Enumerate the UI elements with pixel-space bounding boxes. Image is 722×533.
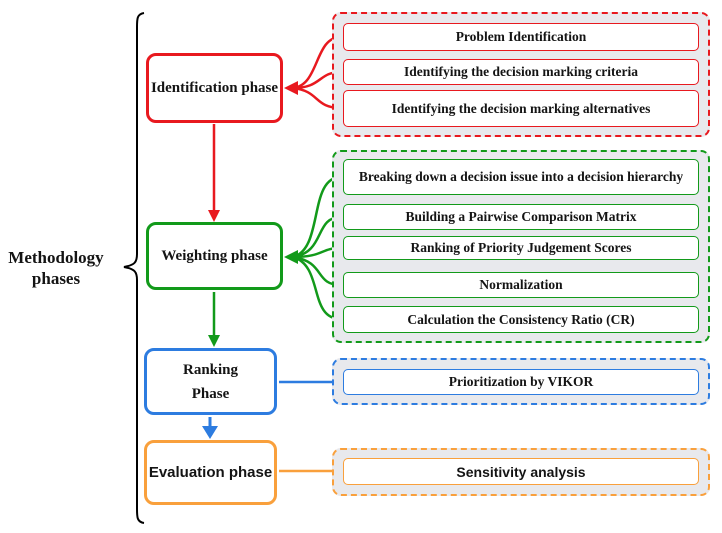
step-decision-hierarchy: Breaking down a decision issue into a de… [343,159,699,195]
step-label: Breaking down a decision issue into a de… [358,169,684,184]
step-label: Sensitivity analysis [456,463,586,480]
phase-box-ranking: Ranking Phase [144,348,277,415]
step-label: Prioritization by VIKOR [448,374,594,389]
side-label-line1: Methodology [8,248,104,267]
step-label: Normalization [479,277,563,292]
step-label: Ranking of Priority Judgement Scores [410,240,632,255]
curly-brace [123,12,145,524]
step-identify-criteria: Identifying the decision marking criteri… [343,59,699,85]
step-label: Identifying the decision marking alterna… [391,100,651,116]
step-consistency-ratio: Calculation the Consistency Ratio (CR) [343,306,699,333]
phase-label: Identification phase [150,80,279,96]
phase-box-identification: Identification phase [146,53,283,123]
phase-label-line1: Ranking [182,361,239,378]
side-label-line2: phases [31,269,81,288]
phase-label-line2: Phase [191,385,230,402]
step-identify-alternatives: Identifying the decision marking alterna… [343,90,699,127]
step-pairwise-matrix: Building a Pairwise Comparison Matrix [343,204,699,230]
step-priority-scores: Ranking of Priority Judgement Scores [343,236,699,260]
phase-box-evaluation: Evaluation phase [144,440,277,505]
step-problem-identification: Problem Identification [343,23,699,51]
step-label: Identifying the decision marking criteri… [404,64,638,79]
phase-box-weighting: Weighting phase [146,222,283,290]
side-label-methodology-phases: Methodology phases [0,247,112,289]
phase-label: Weighting phase [161,248,268,264]
step-normalization: Normalization [343,272,699,298]
step-label: Building a Pairwise Comparison Matrix [405,209,637,224]
step-label: Problem Identification [455,29,587,44]
step-prioritization-vikor: Prioritization by VIKOR [343,369,699,395]
identification-fan-arrowhead [284,81,298,95]
weighting-fan-arrowhead [284,250,298,264]
phase-label: Evaluation phase [148,463,273,481]
step-sensitivity-analysis: Sensitivity analysis [343,458,699,485]
step-label: Calculation the Consistency Ratio (CR) [407,311,635,327]
